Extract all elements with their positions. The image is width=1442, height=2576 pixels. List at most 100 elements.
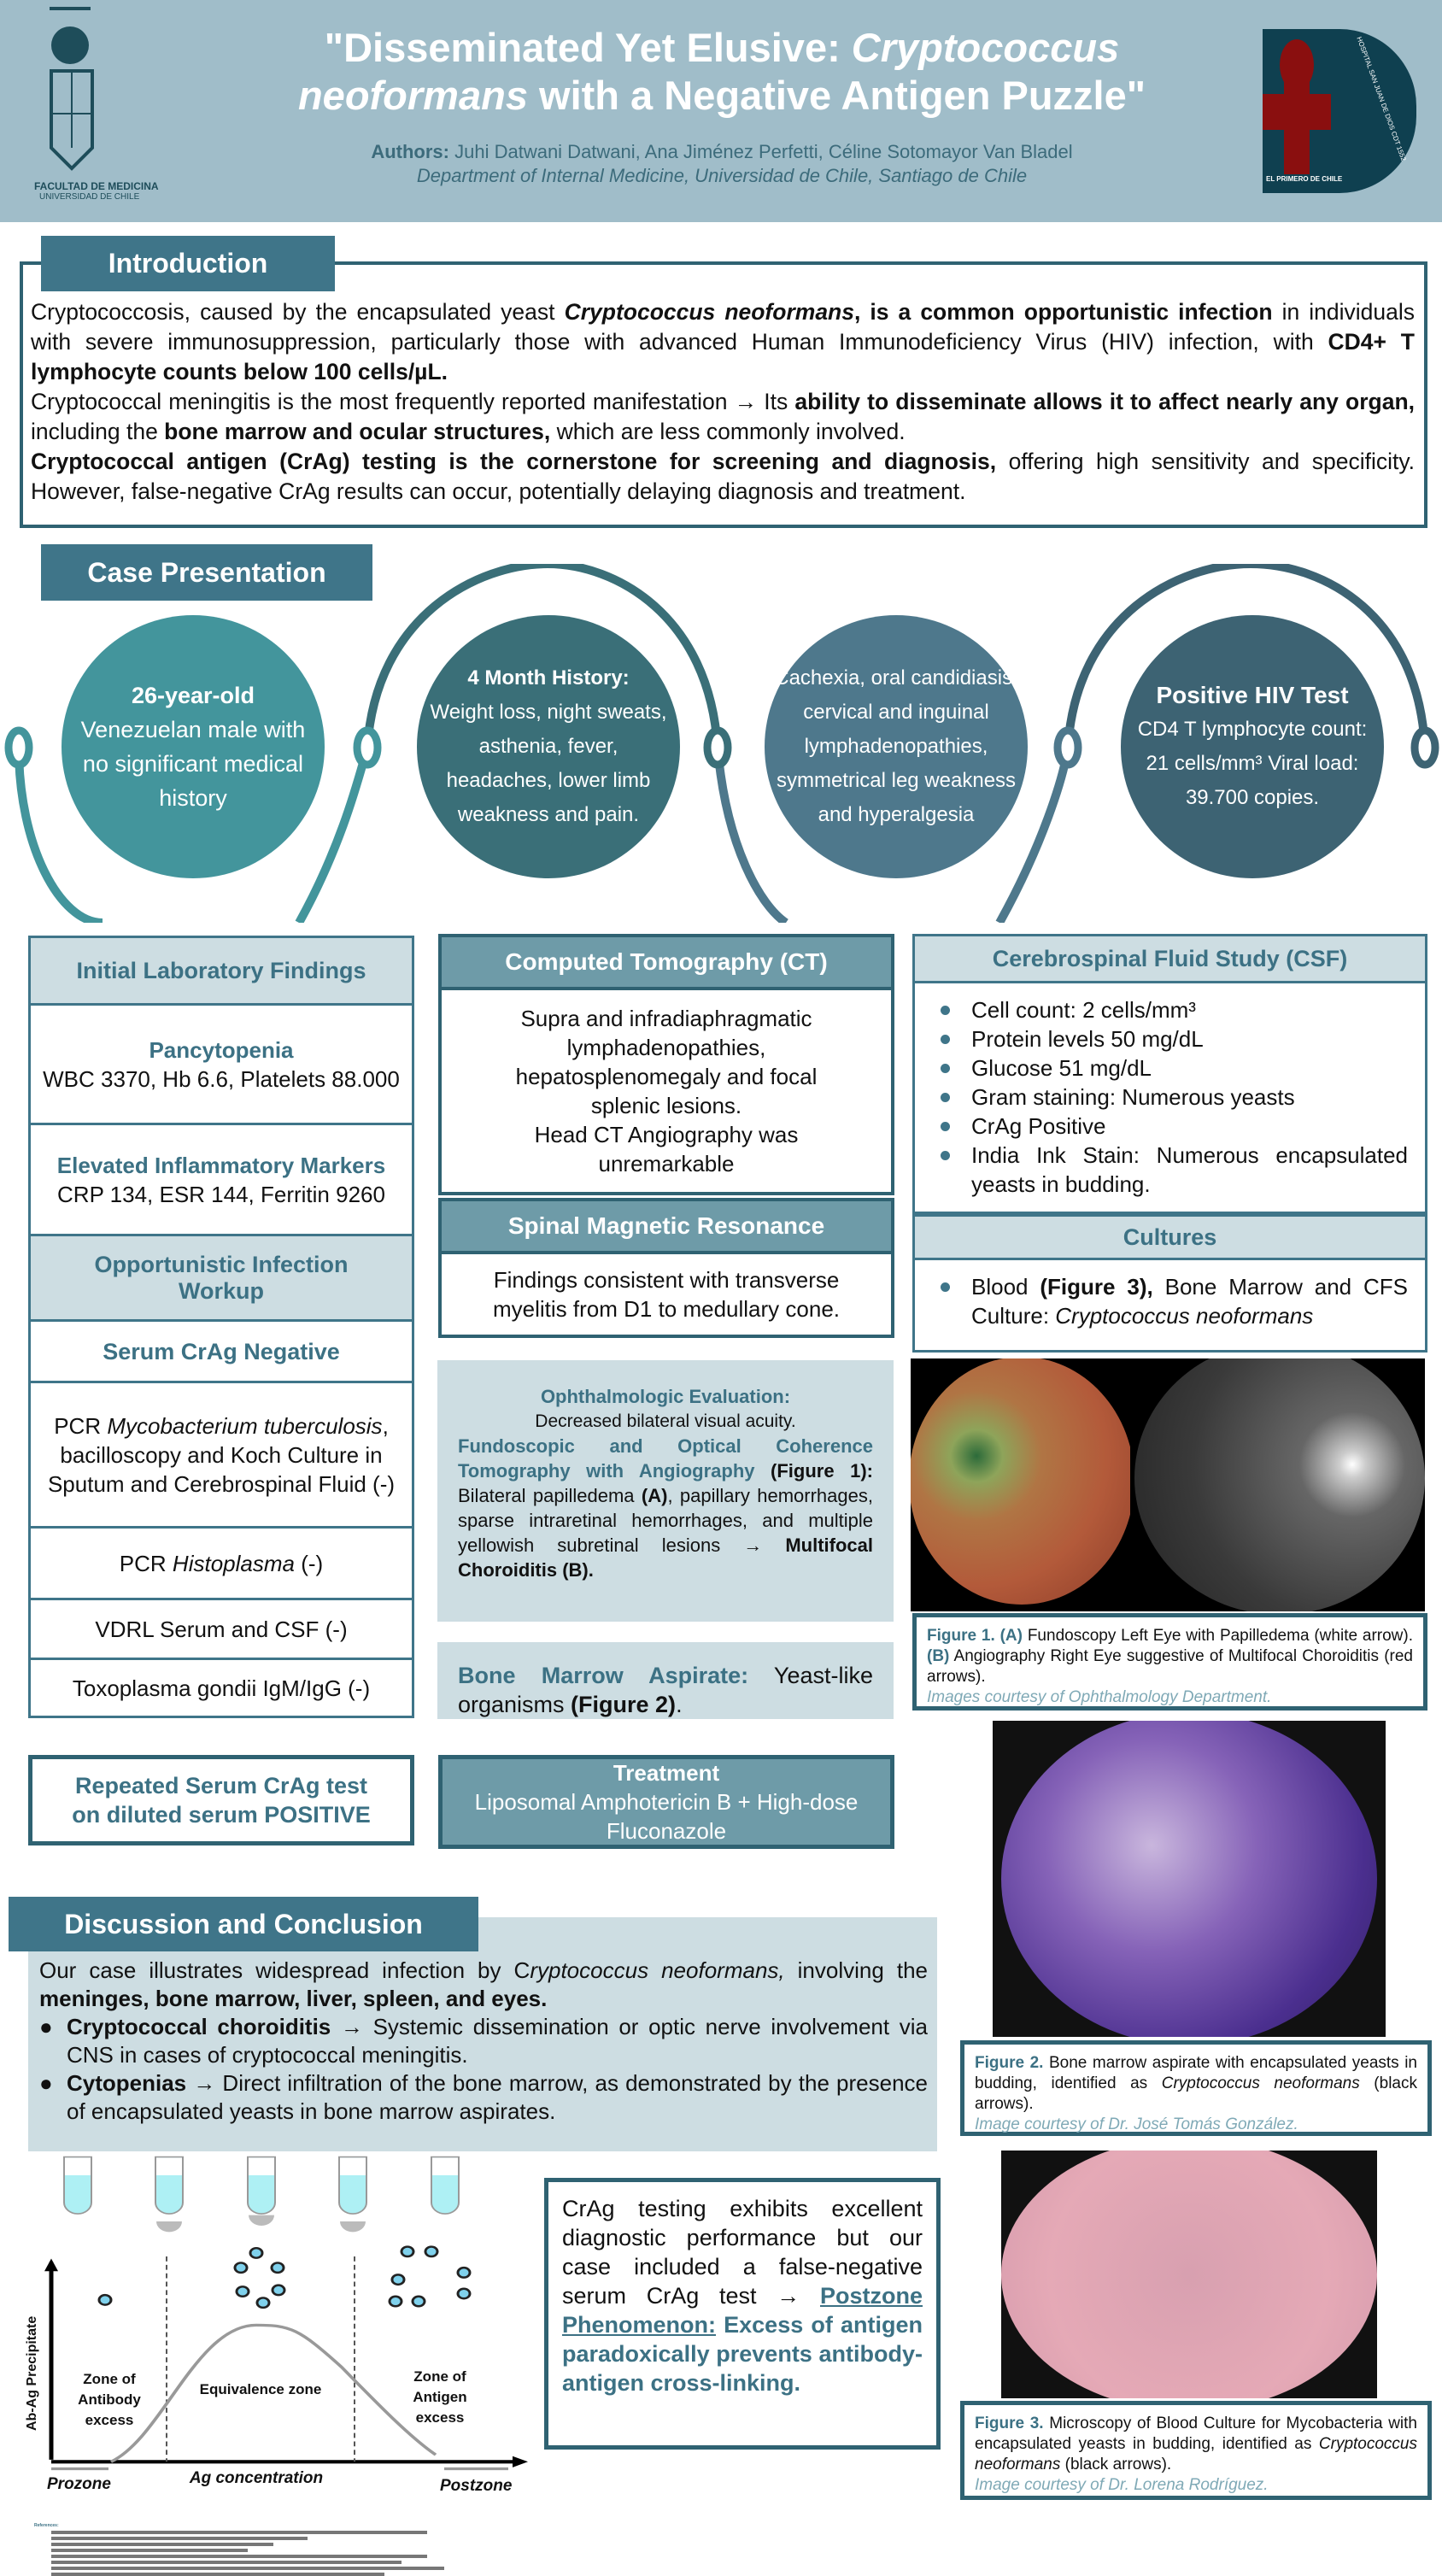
text-segment: CD4+ T lymphocyte counts below 100 cells… (31, 329, 1415, 384)
logo-right-bottom-text: EL PRIMERO DE CHILE (1266, 175, 1343, 183)
vdrl: VDRL Serum and CSF (-) (28, 1600, 414, 1660)
pancytopenia-text: WBC 3370, Hb 6.6, Platelets 88.000 (43, 1065, 400, 1092)
references-title: References: (34, 2523, 59, 2528)
text-segment: Cytopenias (67, 2070, 187, 2096)
text-segment: PCR (119, 1550, 173, 1576)
title-species: Cryptococcus neoformans (297, 25, 1120, 118)
antibody-complexes (97, 2245, 472, 2309)
pancytopenia-title: Pancytopenia (149, 1036, 294, 1063)
text-segment: CrAg testing exhibits excellent diagnost… (562, 2196, 923, 2309)
postzone-label: Postzone (440, 2477, 513, 2495)
case-circle-history: 4 Month History: Weight loss, night sweat… (417, 615, 680, 878)
text-segment: (Figure 1): (754, 1460, 873, 1482)
csf-item: Protein levels 50 mg/dL (934, 1024, 1408, 1053)
references: References: (34, 2523, 444, 2576)
title-part: "Disseminated Yet Elusive: (324, 25, 852, 70)
hospital-san-juan-de-dios-logo: EL PRIMERO DE CHILE HOSPITAL SAN JUAN DE… (1263, 29, 1416, 193)
text-segment: → Direct infiltration of the bone marrow… (67, 2070, 928, 2124)
ct-title: Computed Tomography (CT) (438, 934, 894, 990)
opportunistic-title: Opportunistic Infection Workup (28, 1236, 414, 1322)
universidad-de-chile-logo: FACULTAD DE MEDICINA UNIVERSIDAD DE CHIL… (34, 7, 188, 219)
introduction-text: Cryptococcosis, caused by the encapsulat… (31, 297, 1415, 507)
pcr-histoplasma: PCR Histoplasma (-) (28, 1529, 414, 1600)
ct-text: Supra and infradiaphragmatic lymphadenop… (515, 1006, 818, 1118)
figure3-blood-culture-image (1001, 2151, 1377, 2398)
inflammatory-text: CRP 134, ESR 144, Ferritin 9260 (57, 1181, 385, 1207)
text-segment: (black arrows). (975, 2074, 1417, 2113)
treatment-text: Liposomal Amphotericin B + High-dose Flu… (474, 1789, 859, 1844)
circle-text: Weight loss, night sweats, asthenia, fev… (430, 701, 667, 826)
text-segment: Figure 3. (975, 2415, 1044, 2432)
text-segment: offering high sensitivity and specificit… (31, 449, 1415, 504)
figure2-bone-marrow-image (993, 1721, 1386, 2037)
circle-text: Cachexia, oral candidiasis, cervical and… (774, 666, 1018, 826)
authors-names: Juhi Datwani Datwani, Ana Jiménez Perfet… (449, 141, 1073, 162)
text-segment: (Figure 3), (1040, 1274, 1153, 1300)
text-segment: Histoplasma (172, 1550, 295, 1576)
discussion-bullet: Cryptococcal choroiditis → Systemic diss… (67, 2013, 928, 2069)
text-segment: (B) (927, 1647, 950, 1665)
mri-body: Findings consistent with transverse myel… (438, 1254, 894, 1338)
discussion-text: Our case illustrates widespread infectio… (39, 1957, 929, 2124)
pcr-histo-text: PCR Histoplasma (-) (120, 1549, 323, 1578)
discussion-title: Discussion and Conclusion (9, 1897, 478, 1951)
text-segment: Angiography Right Eye suggestive of Mult… (927, 1647, 1413, 1686)
introduction-title: Introduction (41, 236, 335, 291)
crag-negative: Serum CrAg Negative (28, 1322, 414, 1383)
poster-header (0, 0, 1442, 222)
text-segment: Bone Marrow Aspirate: (458, 1663, 749, 1688)
text-segment: Cryptococcus neoformans (1055, 1303, 1314, 1329)
text-segment: Cryptococcal choroiditis (67, 2014, 331, 2039)
ophthalmology-box: Ophthalmologic Evaluation: Decreased bil… (437, 1360, 894, 1622)
text-segment: Bilateral papilledema (458, 1485, 642, 1506)
logo-left-line2: UNIVERSIDAD DE CHILE (39, 192, 140, 202)
text-segment: Postzone Phenomenon: (562, 2283, 923, 2338)
csf-item: India Ink Stain: Numerous encapsulated y… (934, 1141, 1408, 1199)
cultures-title: Cultures (912, 1214, 1427, 1260)
figure1-caption: Figure 1. (A) Fundoscopy Left Eye with P… (912, 1613, 1427, 1710)
case-presentation-title: Case Presentation (41, 544, 372, 601)
csf-title: Cerebrospinal Fluid Study (CSF) (912, 934, 1427, 983)
circle-heading: 26-year-old (131, 683, 255, 708)
text-segment: Blood (971, 1274, 1040, 1300)
text-segment: Cryptococcus neoformans (564, 299, 854, 325)
figure1-angiography-image (1130, 1358, 1425, 1611)
text-segment: Multifocal Choroiditis (B). (458, 1534, 873, 1581)
text-segment: Our case illustrates widespread infectio… (39, 1957, 530, 1983)
text-segment: Cryptococcosis, caused by the encapsulat… (31, 299, 565, 325)
text-segment: Cryptococcal meningitis is the most freq… (31, 389, 795, 414)
figure3-caption: Figure 3. Microscopy of Blood Culture fo… (960, 2401, 1432, 2500)
prozone-label: Prozone (47, 2475, 111, 2493)
ophthalmology-title: Ophthalmologic Evaluation: (540, 1386, 791, 1407)
diagram-graphics (44, 2156, 528, 2471)
text-segment: Yeast-like organisms (458, 1663, 873, 1717)
csf-item: Gram staining: Numerous yeasts (934, 1083, 1408, 1112)
case-timeline-connector (4, 564, 1439, 923)
department: Department of Internal Medicine, Univers… (416, 165, 1028, 186)
discussion-intro: Our case illustrates widespread infectio… (39, 1957, 928, 2013)
labs-title: Initial Laboratory Findings (28, 936, 414, 1006)
text-segment: Figure 2. (975, 2054, 1044, 2072)
logo-left-line1: FACULTAD DE MEDICINA (34, 180, 159, 192)
poster-title: "Disseminated Yet Elusive: Cryptococcus … (256, 24, 1187, 120)
text-segment: Cryptococcus neoformans (1161, 2074, 1360, 2092)
pcr-mycobacterium: PCR Mycobacterium tuberculosis, bacillos… (28, 1383, 414, 1529)
figure2-caption: Figure 2. Bone marrow aspirate with enca… (960, 2040, 1432, 2136)
ophthalmology-line: Decreased bilateral visual acuity. (535, 1411, 796, 1431)
text-segment: Cryptococcal antigen (CrAg) testing is t… (31, 449, 997, 474)
text-segment: ryptococcus neoformans, (530, 1957, 785, 1983)
text-segment: Bone marrow aspirate with encapsulated y… (975, 2054, 1417, 2092)
x-axis-label: Ag concentration (189, 2469, 323, 2487)
text-segment: Microscopy of Blood Culture for Mycobact… (975, 2415, 1417, 2453)
text-segment: → Systemic dissemination or optic nerve … (67, 2014, 928, 2068)
text-segment: , bacilloscopy and Koch Culture in Sputu… (47, 1412, 396, 1497)
circle-heading: 4 Month History: (467, 666, 630, 689)
